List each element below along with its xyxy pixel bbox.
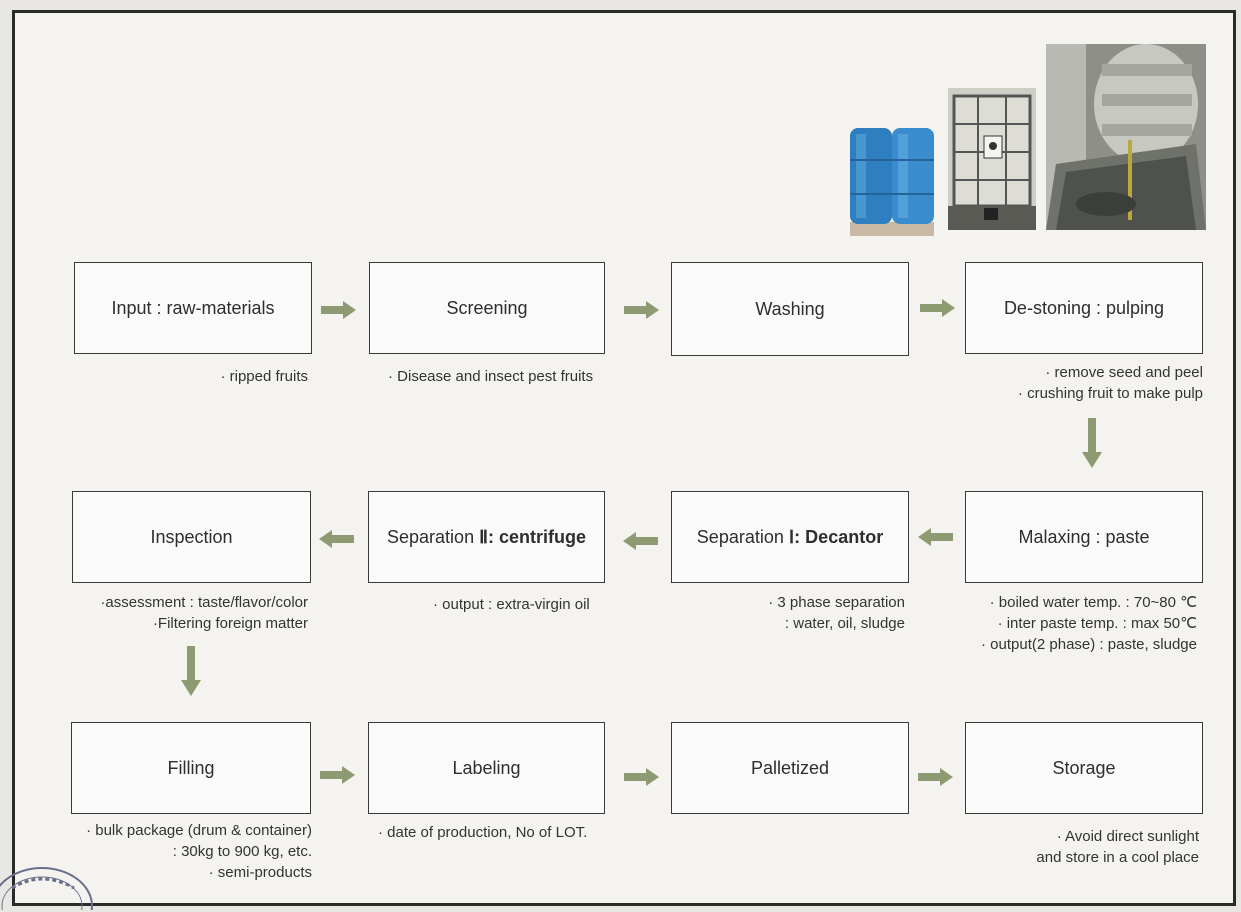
- note-filling: · bulk package (drum & container) : 30kg…: [86, 820, 312, 883]
- note-inspection-line: ·assessment : taste/flavor/color: [100, 594, 308, 611]
- note-separation-2-line: · output : extra-virgin oil: [433, 596, 590, 613]
- step-input: Input : raw-materials: [74, 262, 312, 354]
- step-washing: Washing: [671, 262, 909, 356]
- step-filling: Filling: [71, 722, 311, 814]
- arrow-right-icon: [920, 299, 955, 317]
- step-destoning-label: De-stoning : pulping: [1003, 297, 1165, 318]
- arrow-right-icon: [918, 768, 953, 786]
- step-labeling-label: Labeling: [452, 757, 521, 778]
- arrow-right-icon: [624, 768, 659, 786]
- note-separation-1: · 3 phase separation : water, oil, sludg…: [768, 592, 905, 634]
- note-destoning: · remove seed and peel · crushing fruit …: [1018, 362, 1203, 404]
- blue-drum-photo: [850, 128, 934, 236]
- arrow-right-icon: [320, 766, 355, 784]
- ibc-container-photo: [948, 88, 1036, 230]
- step-screening-label: Screening: [446, 297, 528, 318]
- step-inspection-label: Inspection: [150, 526, 233, 547]
- step-separation-2: Separation Ⅱ: centrifuge: [368, 491, 605, 583]
- arrow-left-icon: [319, 530, 354, 548]
- note-separation-2: · output : extra-virgin oil: [433, 594, 590, 615]
- note-malaxing-line: · boiled water temp. : 70~80 ℃: [989, 594, 1197, 611]
- note-labeling: · date of production, No of LOT.: [378, 822, 587, 843]
- arrow-right-icon: [624, 301, 659, 319]
- note-storage: · Avoid direct sunlight and store in a c…: [1036, 826, 1199, 868]
- arrow-left-icon: [623, 532, 658, 550]
- step-separation-1-bold: Ⅰ: Decantor: [788, 526, 884, 547]
- note-storage-line: · Avoid direct sunlight: [1056, 828, 1199, 845]
- note-filling-line: · semi-products: [208, 864, 312, 881]
- step-screening: Screening: [369, 262, 605, 354]
- arrow-down-icon: [1082, 418, 1102, 468]
- arrow-right-icon: [321, 301, 356, 319]
- step-filling-label: Filling: [167, 757, 215, 778]
- step-storage: Storage: [965, 722, 1203, 814]
- step-storage-label: Storage: [1052, 757, 1116, 778]
- step-washing-label: Washing: [755, 298, 825, 319]
- step-inspection: Inspection: [72, 491, 311, 583]
- note-input-line: · ripped fruits: [220, 368, 308, 385]
- step-labeling: Labeling: [368, 722, 605, 814]
- note-screening: · Disease and insect pest fruits: [388, 366, 593, 387]
- note-destoning-line: · crushing fruit to make pulp: [1017, 385, 1203, 402]
- step-destoning: De-stoning : pulping: [965, 262, 1203, 354]
- note-inspection: ·assessment : taste/flavor/color ·Filter…: [100, 592, 308, 634]
- note-malaxing: · boiled water temp. : 70~80 ℃ · inter p…: [981, 592, 1197, 655]
- note-filling-line: · bulk package (drum & container): [86, 822, 312, 839]
- step-malaxing: Malaxing : paste: [965, 491, 1203, 583]
- note-separation-1-line: · 3 phase separation: [768, 594, 905, 611]
- note-malaxing-line: · inter paste temp. : max 50℃: [997, 615, 1197, 632]
- note-filling-line: : 30kg to 900 kg, etc.: [172, 843, 312, 860]
- note-inspection-line: ·Filtering foreign matter: [152, 615, 308, 632]
- step-malaxing-label: Malaxing : paste: [1018, 526, 1150, 547]
- step-palletized: Palletized: [671, 722, 909, 814]
- note-labeling-line: · date of production, No of LOT.: [378, 824, 588, 841]
- processing-machine-photo: [1046, 44, 1206, 230]
- arrow-left-icon: [918, 528, 953, 546]
- step-input-label: Input : raw-materials: [111, 297, 275, 318]
- note-screening-line: · Disease and insect pest fruits: [388, 368, 594, 385]
- note-storage-line: and store in a cool place: [1036, 849, 1199, 866]
- step-separation-2-bold: Ⅱ: centrifuge: [479, 526, 586, 547]
- step-separation-1-prefix: Separation: [696, 526, 789, 547]
- note-malaxing-line: · output(2 phase) : paste, sludge: [981, 636, 1197, 653]
- step-separation-2-prefix: Separation: [387, 526, 480, 547]
- arrow-down-icon: [181, 646, 201, 696]
- note-input: · ripped fruits: [220, 366, 308, 387]
- note-destoning-line: · remove seed and peel: [1045, 364, 1203, 381]
- step-separation-1: Separation Ⅰ: Decantor: [671, 491, 909, 583]
- seal-stamp: [0, 867, 93, 910]
- step-palletized-label: Palletized: [750, 757, 830, 778]
- note-separation-1-line: : water, oil, sludge: [784, 615, 905, 632]
